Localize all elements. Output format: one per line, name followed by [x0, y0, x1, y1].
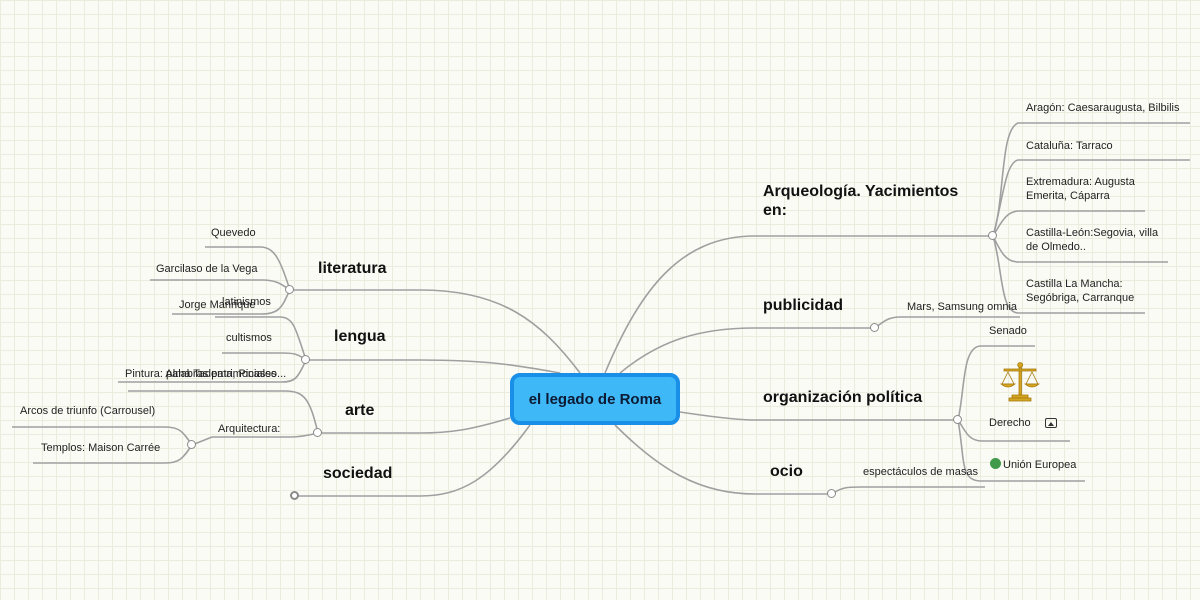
image-icon[interactable]: [1045, 418, 1057, 428]
branch-organizacion-politica[interactable]: organización política: [763, 389, 923, 406]
topic-palabras-patrimoniales[interactable]: palabras patrimoniales: [166, 368, 277, 380]
toggle-arte[interactable]: [313, 428, 322, 437]
topic-senado[interactable]: Senado: [989, 325, 1027, 337]
toggle-ocio[interactable]: [827, 489, 836, 498]
topic-arcos-de-triunfo[interactable]: Arcos de triunfo (Carrousel): [20, 405, 156, 417]
topic-derecho[interactable]: Derecho: [989, 417, 1031, 429]
topic-castilla-leon[interactable]: Castilla-León:Segovia, villa de Olmedo..: [1026, 227, 1159, 253]
branch-lengua[interactable]: lengua: [334, 328, 386, 345]
green-dot-icon: [990, 458, 1001, 469]
topic-union-europea[interactable]: Unión Europea: [1003, 459, 1077, 471]
topic-pintura[interactable]: Pintura: Alma Tadema, Picasso...: [125, 368, 287, 380]
topic-castilla-la-mancha[interactable]: Castilla La Mancha: Segóbriga, Carranque: [1026, 278, 1135, 304]
topic-quevedo[interactable]: Quevedo: [211, 227, 256, 239]
toggle-arquitectura[interactable]: [187, 440, 196, 449]
topic-cataluna[interactable]: Cataluña: Tarraco: [1026, 140, 1113, 152]
toggle-literatura[interactable]: [285, 285, 294, 294]
scales-of-justice-icon: [999, 362, 1041, 402]
topic-extremadura[interactable]: Extremadura: Augusta Emerita, Cáparra: [1026, 176, 1135, 202]
branch-sociedad[interactable]: sociedad: [323, 465, 393, 482]
topic-aragon[interactable]: Aragón: Caesaraugusta, Bilbilis: [1026, 102, 1180, 114]
topic-mars-samsung[interactable]: Mars, Samsung omnia: [907, 301, 1018, 313]
topic-garcilaso[interactable]: Garcilaso de la Vega: [156, 263, 258, 275]
toggle-arqueologia[interactable]: [988, 231, 997, 240]
branch-ocio[interactable]: ocio: [770, 463, 803, 480]
topic-jorge-manrique[interactable]: Jorge Manrique: [179, 299, 256, 311]
topic-arquitectura[interactable]: Arquitectura:: [218, 423, 281, 435]
toggle-lengua[interactable]: [301, 355, 310, 364]
branch-publicidad[interactable]: publicidad: [763, 297, 843, 314]
topic-latinismos[interactable]: latinismos: [222, 296, 271, 308]
toggle-publicidad[interactable]: [870, 323, 879, 332]
root-node[interactable]: el legado de Roma: [510, 373, 680, 425]
toggle-sociedad[interactable]: [290, 491, 299, 500]
branch-arte[interactable]: arte: [345, 402, 375, 419]
branch-literatura[interactable]: literatura: [318, 260, 387, 277]
branch-arqueologia[interactable]: Arqueología. Yacimientos en:: [763, 183, 959, 219]
toggle-organizacion[interactable]: [953, 415, 962, 424]
topic-espectaculos[interactable]: espectáculos de masas: [863, 466, 978, 478]
topic-templos[interactable]: Templos: Maison Carrée: [41, 442, 161, 454]
topic-cultismos[interactable]: cultismos: [226, 332, 272, 344]
